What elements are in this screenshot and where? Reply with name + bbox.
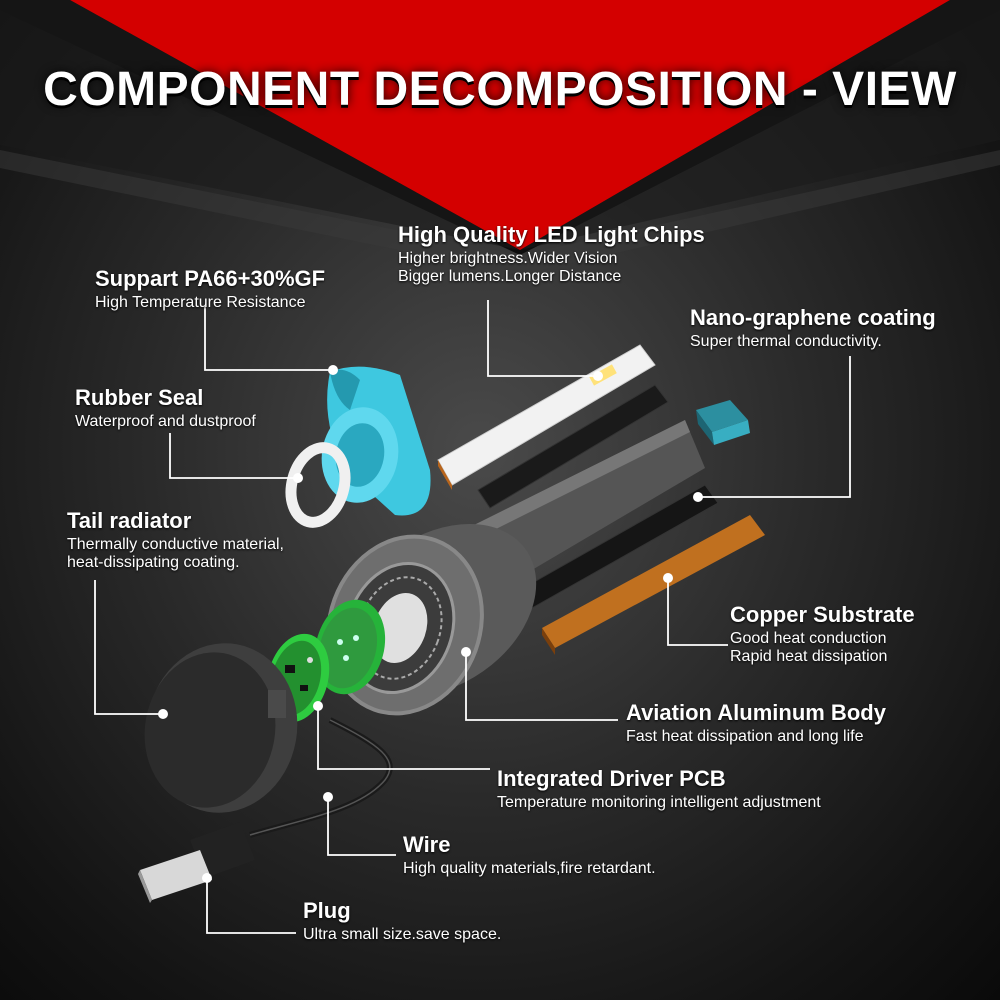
callout-aluminum: Aviation Aluminum Body Fast heat dissipa…	[626, 700, 886, 746]
leader-plug	[206, 878, 296, 934]
leader-pcb	[317, 706, 490, 770]
callout-heading: Aviation Aluminum Body	[626, 700, 886, 725]
callout-heading: Plug	[303, 898, 351, 923]
leader-copper	[667, 578, 728, 646]
leader-rubber	[169, 433, 298, 479]
callout-tail-radiator: Tail radiator Thermally conductive mater…	[67, 508, 284, 572]
tail-radiator	[144, 643, 298, 813]
plug-connector	[138, 822, 255, 903]
graphene-layer	[477, 384, 669, 509]
nano-coating-block	[696, 400, 750, 445]
callout-heading: Tail radiator	[67, 508, 192, 533]
callout-copper: Copper Substrate Good heat conduction Ra…	[730, 602, 915, 666]
callout-nano: Nano-graphene coating Super thermal cond…	[690, 305, 936, 351]
callout-heading: Wire	[403, 832, 451, 857]
callout-wire: Wire High quality materials,fire retarda…	[403, 832, 656, 878]
aluminum-body	[326, 523, 537, 716]
callout-text: Waterproof and dustproof	[75, 413, 256, 430]
leader-led	[487, 300, 598, 377]
heat-sink-rod	[468, 420, 705, 590]
callout-text: Thermally conductive material,	[67, 536, 284, 553]
callout-heading: Integrated Driver PCB	[497, 766, 726, 791]
page-title: COMPONENT DECOMPOSITION - VIEW	[43, 63, 957, 116]
callout-text: Rapid heat dissipation	[730, 648, 888, 665]
callout-heading: Suppart PA66+30%GF	[95, 266, 326, 291]
leader-pa66	[204, 306, 333, 371]
callout-heading: High Quality LED Light Chips	[398, 222, 705, 247]
callout-text: Super thermal conductivity.	[690, 333, 882, 350]
callout-text: heat-dissipating coating.	[67, 554, 240, 571]
callout-text: Temperature monitoring intelligent adjus…	[497, 794, 821, 811]
callout-rubber-seal: Rubber Seal Waterproof and dustproof	[75, 385, 256, 431]
leader-tail	[94, 580, 163, 715]
driver-pcb-large	[314, 599, 386, 695]
callout-text: Fast heat dissipation and long life	[626, 728, 864, 745]
callout-text: High Temperature Resistance	[95, 294, 306, 311]
callout-text: High quality materials,fire retardant.	[403, 860, 656, 877]
callout-text: Good heat conduction	[730, 630, 887, 647]
callout-text: Higher brightness.Wider Vision	[398, 250, 618, 267]
callout-text: Ultra small size.save space.	[303, 926, 502, 943]
callout-led-chips: High Quality LED Light Chips Higher brig…	[398, 222, 705, 286]
callout-pcb: Integrated Driver PCB Temperature monito…	[497, 766, 821, 812]
leader-nano	[698, 356, 851, 498]
leader-wire	[327, 797, 396, 856]
callout-heading: Rubber Seal	[75, 385, 204, 410]
callout-heading: Nano-graphene coating	[690, 305, 936, 330]
callout-heading: Copper Substrate	[730, 602, 915, 627]
callout-plug: Plug Ultra small size.save space.	[303, 898, 501, 944]
leader-aluminum	[465, 652, 618, 721]
callout-pa66: Suppart PA66+30%GF High Temperature Resi…	[95, 266, 325, 312]
callout-text: Bigger lumens.Longer Distance	[398, 268, 622, 285]
copper-substrate	[542, 515, 765, 655]
